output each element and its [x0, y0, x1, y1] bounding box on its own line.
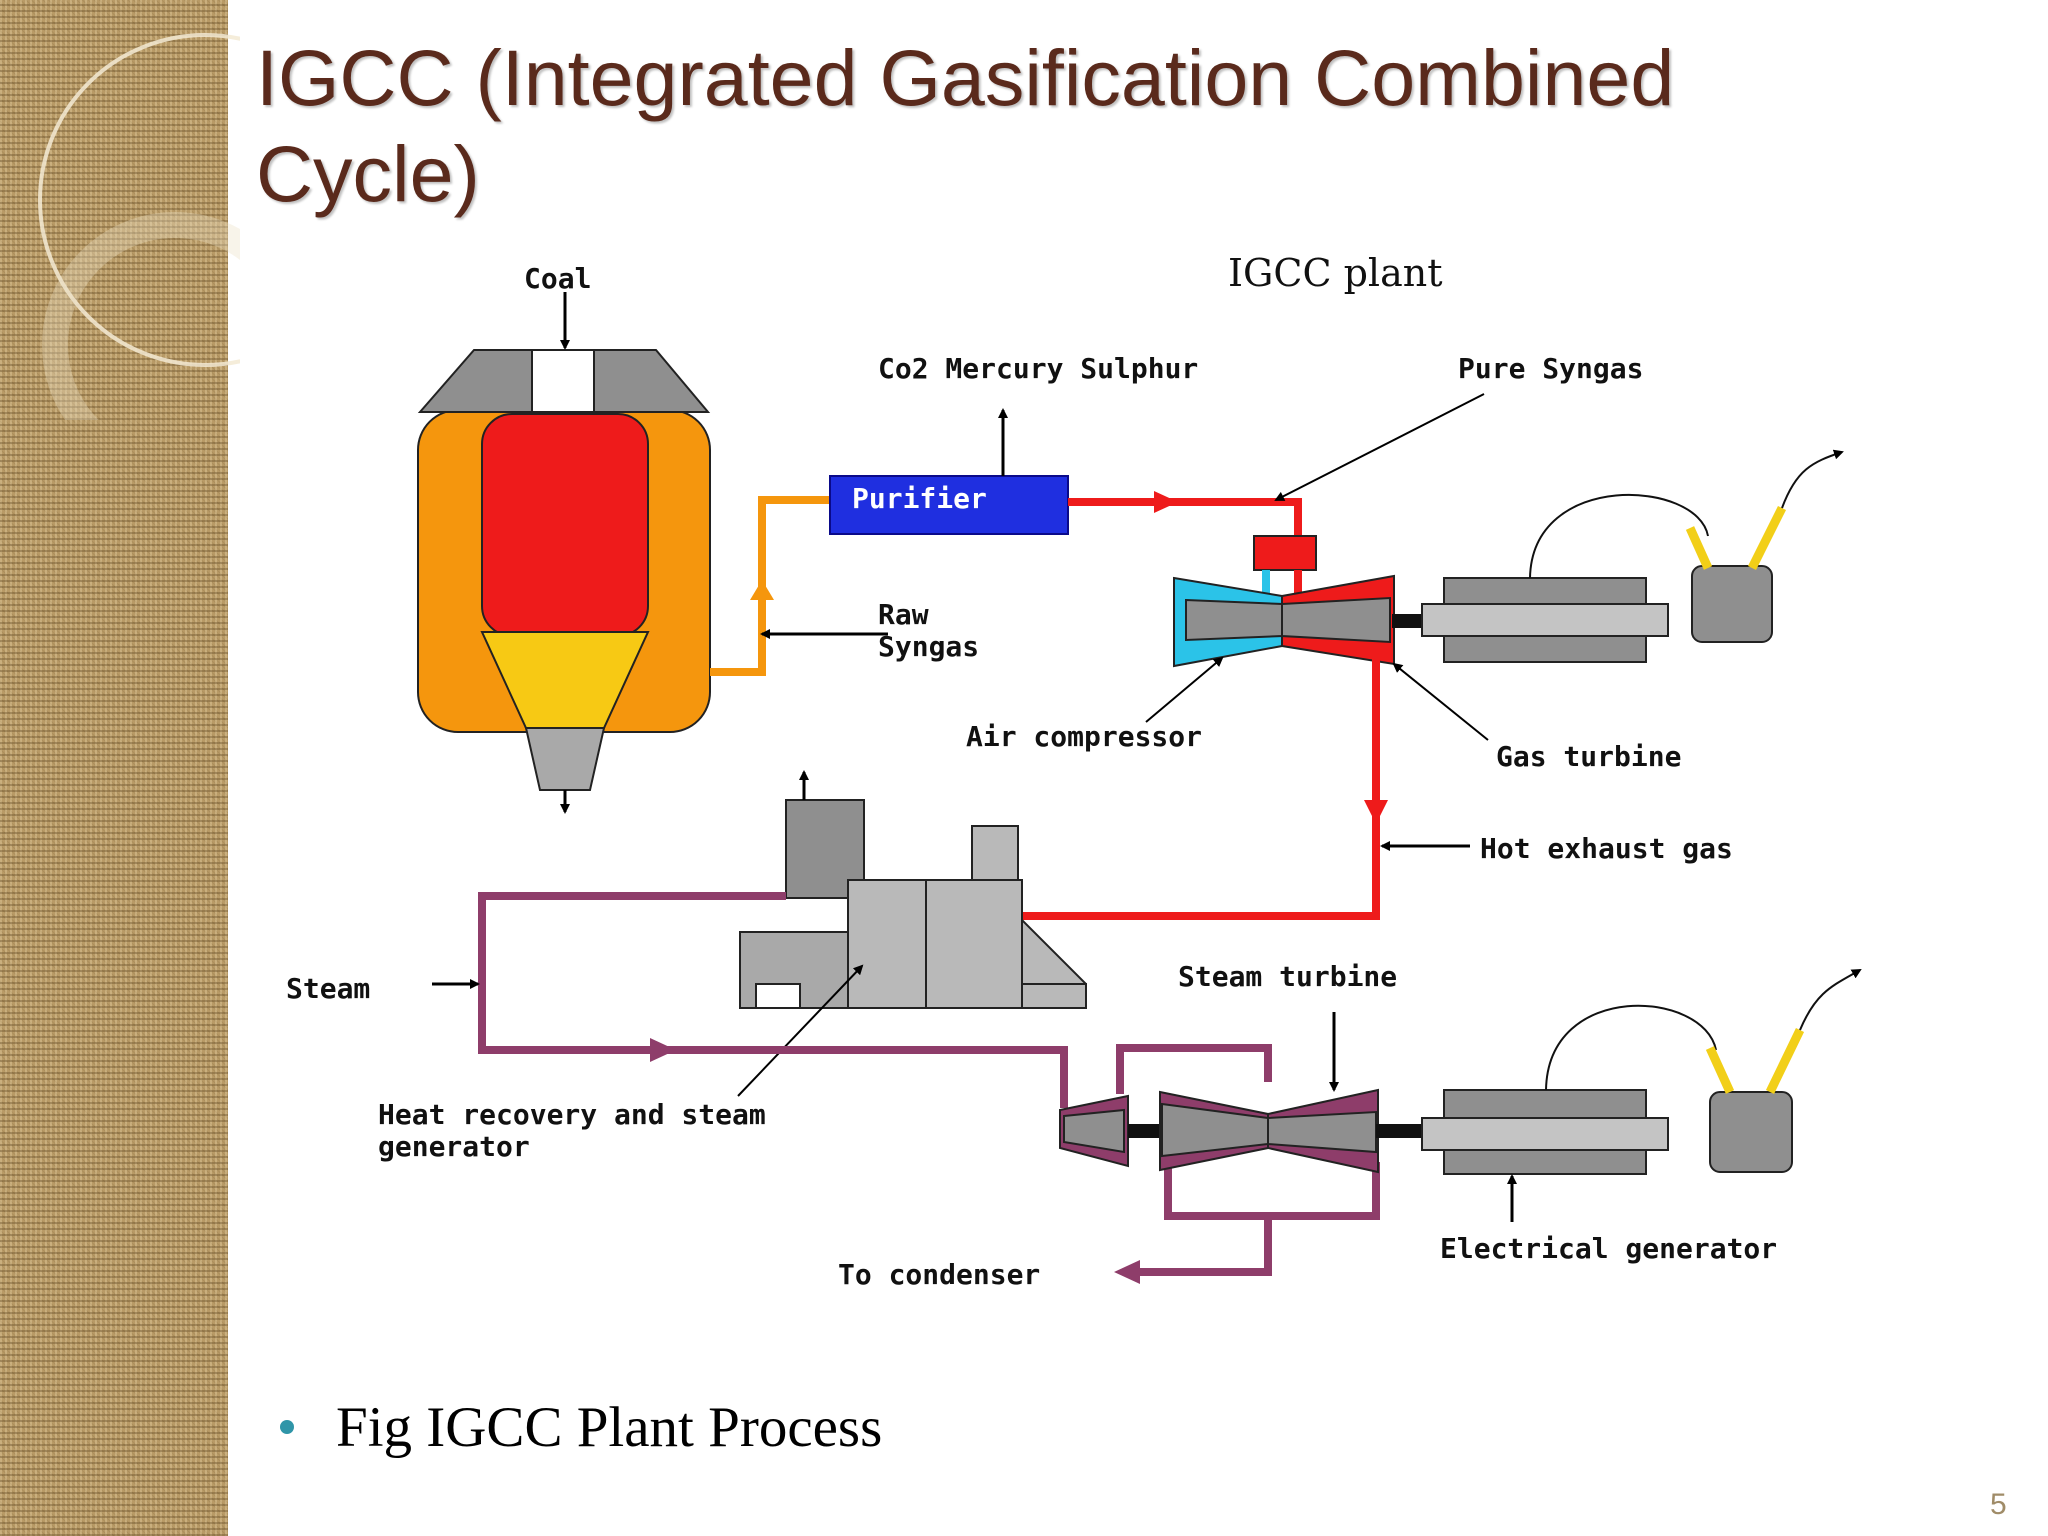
steam-flow-arrow: [650, 1038, 676, 1062]
gas-turbine-label: Gas turbine: [1496, 740, 1681, 773]
steam-turbine-set: [1059, 1088, 1669, 1175]
steam-label: Steam: [286, 972, 370, 1005]
exhaust-flow-arrow: [1364, 800, 1388, 824]
hrsg-label-line2: generator: [378, 1130, 530, 1163]
diagram-heading: IGCC plant: [1228, 251, 1442, 295]
pure-syngas-pointer: [1274, 393, 1485, 501]
steam-line: [478, 892, 1068, 1108]
to-condenser-label: To condenser: [838, 1258, 1040, 1291]
grid-connection-1: [1529, 449, 1844, 643]
hrsg-pointer: [737, 964, 864, 1097]
purifier-label: Purifier: [852, 482, 987, 515]
grid-connection-2: [1545, 969, 1862, 1173]
hrsg-label-line1: Heat recovery and steam: [378, 1098, 766, 1131]
condenser-line: [1138, 1216, 1272, 1276]
gas-turbine-pointer: [1392, 662, 1489, 741]
hot-exhaust-label: Hot exhaust gas: [1480, 832, 1733, 865]
raw-syngas-flow-arrow: [750, 580, 774, 600]
combustor: [1253, 535, 1317, 571]
burlap-side-panel: [0, 0, 228, 1536]
raw-syngas-label-line1: Raw: [878, 598, 929, 631]
raw-syngas-line: [710, 496, 830, 676]
purifier-box: [829, 475, 1069, 535]
condenser-flow-arrow: [1114, 1260, 1140, 1284]
steam-turbine-label: Steam turbine: [1178, 960, 1397, 993]
coal-label: Coal: [524, 262, 591, 295]
electrical-generator-label: Electrical generator: [1440, 1232, 1777, 1265]
hot-exhaust-line: [1020, 654, 1380, 920]
pollutants-label: Co2 Mercury Sulphur: [878, 352, 1198, 385]
hrsg-unit: [739, 799, 1087, 1009]
raw-syngas-label-line2: Syngas: [878, 630, 979, 663]
page-number: 5: [1990, 1488, 2007, 1521]
figure-caption: Fig IGCC Plant Process: [336, 1395, 883, 1459]
slide-title: IGCC (Integrated Gasification Combined C…: [256, 33, 1675, 218]
pure-syngas-line: [1068, 498, 1302, 540]
decorative-rings: [38, 33, 240, 420]
air-compressor-label: Air compressor: [966, 720, 1202, 753]
caption-bullet: Fig IGCC Plant Process: [280, 1392, 882, 1462]
pure-syngas-label: Pure Syngas: [1458, 352, 1643, 385]
bullet-dot-icon: [280, 1420, 294, 1434]
gas-turbine-set: [1173, 574, 1669, 668]
syngas-flow-arrow: [1154, 491, 1178, 513]
gasifier: [417, 349, 711, 791]
air-compressor-pointer: [1145, 656, 1224, 723]
